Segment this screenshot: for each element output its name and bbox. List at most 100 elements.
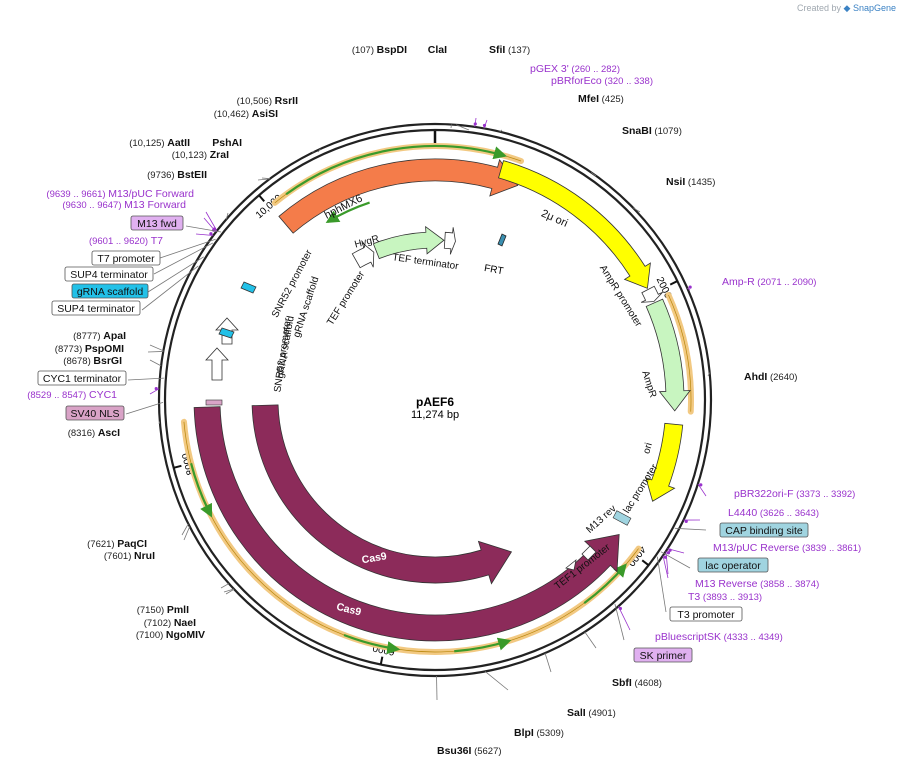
boxed-label: T3 promoter — [677, 609, 735, 621]
boxed-cap[interactable]: CAP binding site — [719, 522, 809, 538]
primer-11[interactable]: (9601 .. 9620) T7 — [89, 235, 163, 247]
site-snabi[interactable]: SnaBI (1079) — [622, 125, 682, 137]
site-bsu36i[interactable]: Bsu36I (5627) — [437, 745, 502, 757]
site-pmli[interactable]: (7150) PmlI — [137, 604, 189, 616]
site-asci[interactable]: (8316) AscI — [68, 427, 120, 439]
primer-1[interactable]: pBRforEco (320 .. 338) — [551, 75, 653, 87]
primer-mark — [618, 606, 622, 611]
site-nrui[interactable]: (7601) NruI — [104, 550, 155, 562]
feature-teft[interactable] — [443, 227, 456, 255]
leader-line — [632, 207, 641, 213]
site-ahdi[interactable]: AhdI (2640) — [744, 371, 797, 383]
primer-mark — [209, 232, 213, 236]
primer-0[interactable]: pGEX 3' (260 .. 282) — [530, 63, 620, 75]
lac-cluster[interactable] — [612, 510, 632, 526]
feature-ori[interactable] — [645, 422, 684, 502]
backbone-inner — [163, 128, 707, 672]
feature-hph[interactable] — [278, 158, 519, 234]
site-clai[interactable]: ClaI — [428, 44, 447, 56]
site-ngomiv[interactable]: (7100) NgoMIV — [136, 629, 205, 641]
boxed-grna[interactable]: gRNA scaffold — [71, 283, 149, 299]
site-name: RsrII — [275, 95, 298, 107]
primer-position: (4333 .. 4349) — [721, 632, 783, 643]
feature-tefp[interactable] — [351, 242, 375, 269]
box-leader — [660, 551, 691, 569]
site-naei[interactable]: (7102) NaeI — [144, 617, 196, 629]
boxed-skprimer[interactable]: SK primer — [633, 647, 693, 663]
site-bsteii[interactable]: (9736) BstEII — [147, 169, 207, 181]
svg-text:pBR322ori-F (3373 .. 3392): pBR322ori-F (3373 .. 3392) — [734, 488, 855, 500]
frt-feature[interactable] — [497, 233, 507, 247]
ampr-label: AmpR — [639, 369, 658, 399]
boxed-t7p[interactable]: T7 promoter — [91, 250, 161, 266]
site-bspdi[interactable]: (107) BspDI — [352, 44, 407, 56]
boxed-cyc1t[interactable]: CYC1 terminator — [37, 370, 127, 386]
feature-ampr[interactable] — [645, 298, 691, 412]
site-apai[interactable]: (8777) ApaI — [73, 330, 126, 342]
box-leader — [127, 377, 164, 381]
site-blpi[interactable]: BlpI (5309) — [514, 727, 564, 739]
boxed-sv40[interactable]: SV40 NLS — [65, 405, 125, 421]
site-zrai[interactable]: (10,123) ZraI — [172, 149, 229, 161]
twou-ori-label: 2μ ori — [539, 208, 569, 230]
site-asisi[interactable]: (10,462) AsiSI — [214, 108, 278, 120]
boxed-lacop[interactable]: lac operator — [697, 557, 769, 573]
svg-text:(10,506) RsrII: (10,506) RsrII — [237, 95, 298, 107]
grna-lower-feature[interactable] — [218, 327, 235, 339]
site-sbfi[interactable]: SbfI (4608) — [612, 677, 662, 689]
leader-line — [544, 652, 552, 673]
site-aatii[interactable]: (10,125) AatII — [129, 137, 190, 149]
tef1-arrow[interactable] — [581, 545, 597, 561]
sv40-feature[interactable] — [205, 399, 223, 406]
site-pshai[interactable]: PshAI — [212, 137, 242, 149]
tef-promoter-label: TEF promoter — [325, 269, 367, 328]
cas9-orf-b — [454, 637, 512, 653]
tef1-arrowhead[interactable] — [565, 559, 577, 571]
feature-cas9a[interactable] — [193, 406, 620, 642]
primer-mark — [473, 122, 477, 126]
site-rsrii[interactable]: (10,506) RsrII — [237, 95, 298, 107]
primer-5[interactable]: M13/pUC Reverse (3839 .. 3861) — [713, 542, 861, 554]
site-pspomi[interactable]: (8773) PspOMI — [55, 343, 124, 355]
cas9-orf-d — [190, 463, 213, 518]
site-bsrgi[interactable]: (8678) BsrGI — [63, 355, 122, 367]
site-nsii[interactable]: NsiI (1435) — [666, 176, 715, 188]
primer-name: T7 — [151, 235, 163, 247]
primer-9[interactable]: (9639 .. 9661) M13/pUC Forward — [46, 188, 194, 200]
leader-line — [317, 148, 321, 153]
site-mfei[interactable]: MfeI (425) — [578, 93, 624, 105]
primer-4[interactable]: L4440 (3626 .. 3643) — [728, 507, 819, 519]
boxed-sup4b[interactable]: SUP4 terminator — [51, 300, 141, 316]
site-paqci[interactable]: (7621) PaqCI — [87, 538, 147, 550]
site-position: (10,123) — [172, 150, 210, 161]
site-name: SbfI — [612, 677, 632, 689]
primer-3[interactable]: pBR322ori-F (3373 .. 3392) — [734, 488, 855, 500]
site-sfii[interactable]: SfiI (137) — [489, 44, 530, 56]
cas9-outer-label: Cas9 — [335, 601, 362, 619]
primer-8[interactable]: pBluescriptSK (4333 .. 4349) — [655, 631, 783, 643]
boxed-m13fwd[interactable]: M13 fwd — [130, 215, 184, 231]
primer-2[interactable]: Amp-R (2071 .. 2090) — [722, 276, 816, 288]
site-sali[interactable]: SalI (4901) — [567, 707, 616, 719]
cas9-orf-a — [583, 563, 627, 604]
feature-cas9b[interactable] — [251, 404, 513, 585]
box-leader — [147, 256, 204, 293]
feature-2u[interactable] — [498, 160, 651, 289]
feature-ampp[interactable] — [640, 285, 663, 303]
primer-leader — [149, 388, 160, 395]
primer-7[interactable]: T3 (3893 .. 3913) — [688, 591, 762, 603]
primer-12[interactable]: (8529 .. 8547) CYC1 — [27, 389, 117, 401]
site-name: BlpI — [514, 727, 534, 739]
primer-10[interactable]: (9630 .. 9647) M13 Forward — [62, 199, 186, 211]
snr52-lower-arrow[interactable] — [205, 347, 229, 381]
grna-upper-feature[interactable] — [240, 281, 257, 294]
feature-hygr[interactable] — [372, 225, 445, 260]
boxed-t3p[interactable]: T3 promoter — [669, 606, 743, 622]
site-labels: (10,506) RsrII(10,462) AsiSI (10,125) Aat… — [27, 44, 861, 757]
site-position: (7621) — [87, 539, 117, 550]
primer-6[interactable]: M13 Reverse (3858 .. 3874) — [695, 578, 819, 590]
svg-text:(10,123) ZraI: (10,123) ZraI — [172, 149, 229, 161]
site-position: (10,506) — [237, 96, 275, 107]
boxed-sup4a[interactable]: SUP4 terminator — [64, 266, 154, 282]
